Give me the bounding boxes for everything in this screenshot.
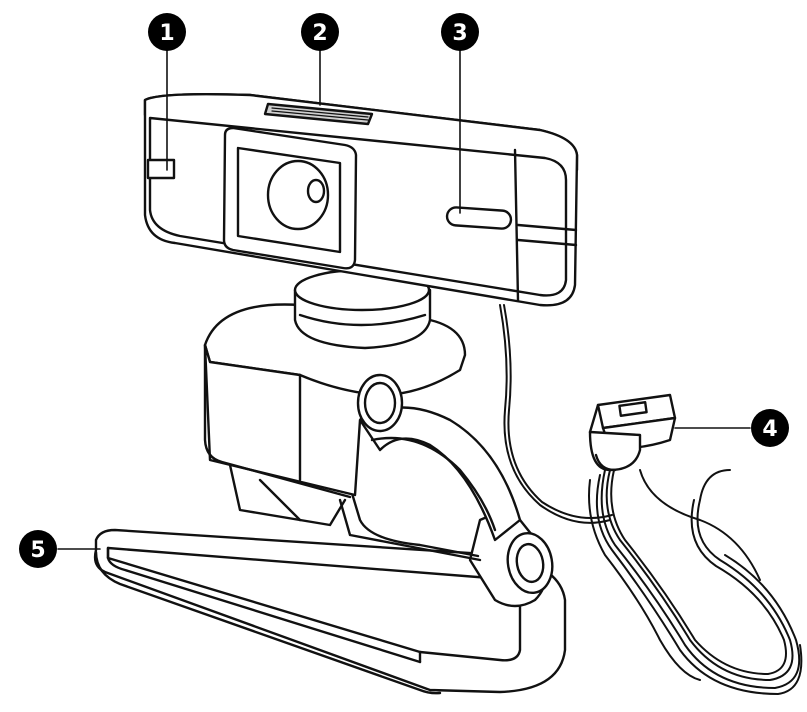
callout-5-label: 5 bbox=[30, 538, 45, 563]
callout-3-label: 3 bbox=[452, 21, 467, 46]
callout-1: 1 bbox=[148, 13, 186, 51]
callout-leaders bbox=[57, 49, 751, 550]
callout-4: 4 bbox=[751, 409, 789, 447]
callout-4-label: 4 bbox=[762, 417, 777, 442]
usb-cable bbox=[499, 304, 803, 695]
callout-2-label: 2 bbox=[312, 21, 327, 46]
usb-connector bbox=[588, 393, 677, 472]
hinge-barrel bbox=[468, 513, 554, 608]
support-arm bbox=[338, 406, 522, 562]
callout-2: 2 bbox=[301, 13, 339, 51]
callout-3: 3 bbox=[441, 13, 479, 51]
callout-5: 5 bbox=[19, 530, 57, 568]
camera-head bbox=[143, 92, 579, 307]
callout-1-label: 1 bbox=[159, 21, 174, 46]
base-plate bbox=[93, 528, 567, 695]
